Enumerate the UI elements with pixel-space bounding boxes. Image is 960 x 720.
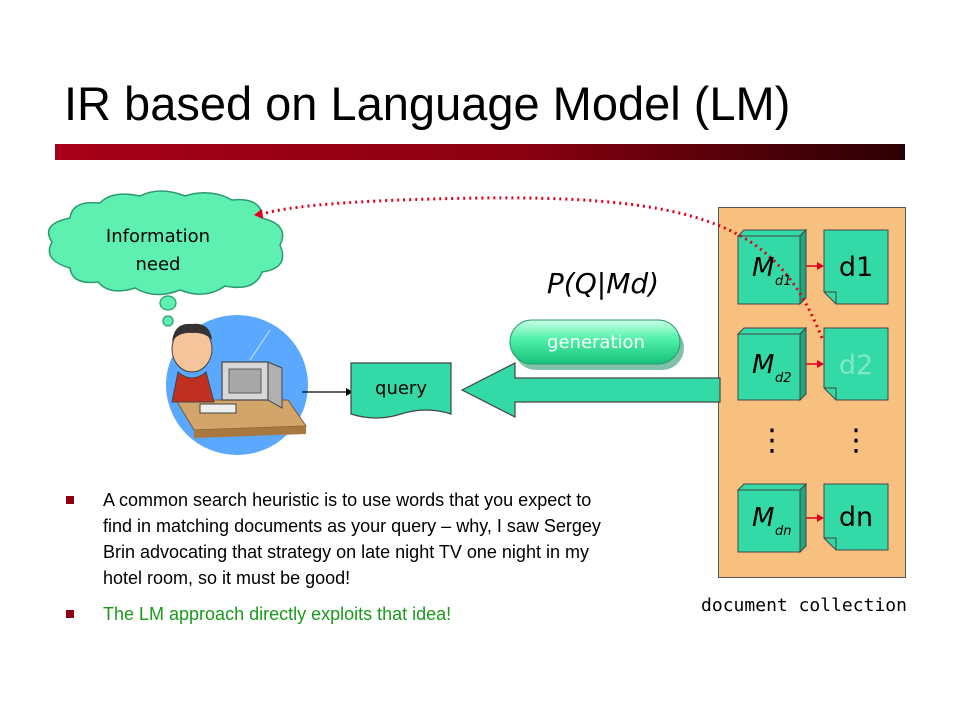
- model-cube-icon: [736, 228, 808, 306]
- model-label-1-main: M: [752, 253, 774, 283]
- person-at-computer-icon: [166, 315, 308, 455]
- bullet-square-icon: [66, 496, 74, 504]
- document-icon: [823, 229, 889, 305]
- model-label-n-sub: dn: [775, 524, 792, 539]
- slide-title: IR based on Language Model (LM): [64, 77, 791, 130]
- bullet-list: A common search heuristic is to use word…: [66, 487, 606, 627]
- bullet-item: The LM approach directly exploits that i…: [66, 601, 606, 627]
- bullet-square-icon: [66, 610, 74, 618]
- bullet-text-1: A common search heuristic is to use word…: [103, 490, 601, 588]
- title-underline-bar: [55, 144, 905, 160]
- doc-label-d1: d1: [839, 252, 873, 283]
- model-label-2-main: M: [752, 350, 774, 380]
- query-document-shape: [350, 362, 452, 419]
- generation-pill: [509, 319, 681, 365]
- model-label-1-sub: d1: [775, 274, 792, 289]
- query-label: query: [375, 378, 427, 399]
- bullet-text-2: The LM approach directly exploits that i…: [103, 604, 452, 624]
- model-cube-icon: [736, 326, 808, 402]
- thought-cloud-icon: [47, 190, 284, 327]
- formula-text: P(Q|Md): [547, 267, 659, 300]
- ellipsis-docs: ⋮: [841, 423, 871, 458]
- document-collection-label: document collection: [701, 595, 907, 616]
- bullet-item: A common search heuristic is to use word…: [66, 487, 606, 591]
- cloud-text-line-1: Information: [106, 226, 210, 247]
- model-label-n-main: M: [752, 503, 774, 533]
- document-icon: [823, 327, 889, 401]
- cloud-text-line-2: need: [136, 254, 181, 275]
- ellipsis-models: ⋮: [757, 423, 787, 458]
- generation-arrow: [460, 362, 721, 418]
- document-icon: [823, 483, 889, 551]
- generation-label: generation: [547, 332, 645, 353]
- doc-label-dn: dn: [839, 502, 873, 533]
- model-label-2-sub: d2: [775, 371, 792, 386]
- doc-label-d2: d2: [839, 350, 873, 381]
- model-cube-icon: [736, 482, 808, 554]
